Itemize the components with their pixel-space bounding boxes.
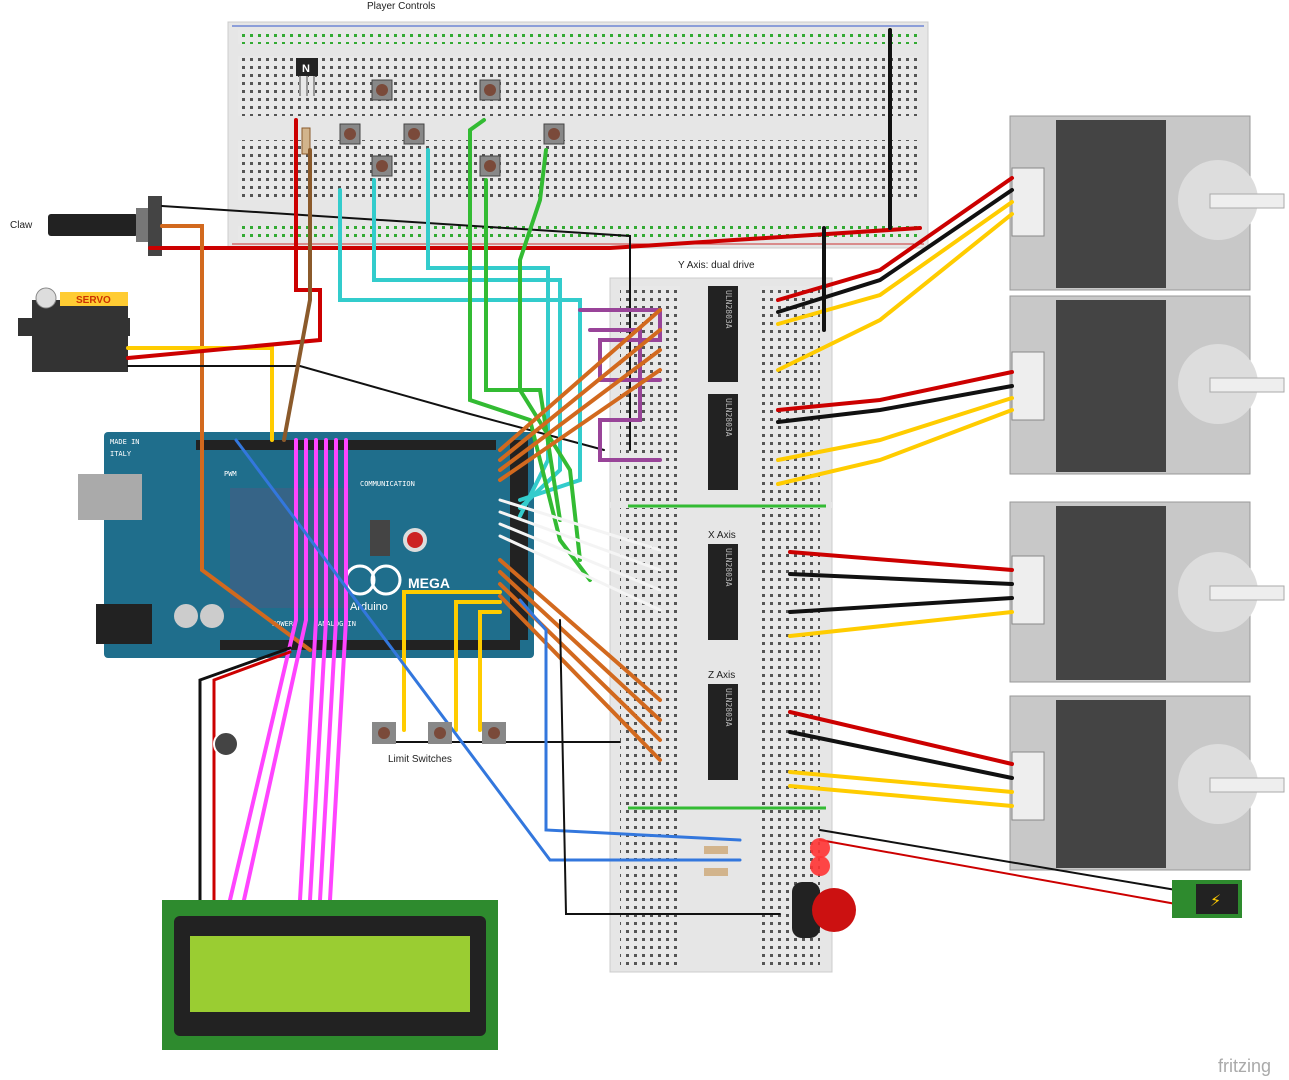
power-jack-bolt: ⚡ <box>1210 891 1221 910</box>
arduino-pwm-label: PWM <box>224 470 237 478</box>
indicator-leds <box>704 838 830 876</box>
wires <box>126 28 1177 915</box>
player-controls-label: Player Controls <box>367 1 435 12</box>
arduino-brand: MEGA <box>408 575 450 591</box>
arduino-italy: ITALY <box>110 450 132 458</box>
uln2803a-chip-x: ULN2803A <box>708 544 738 640</box>
fritzing-logo: fritzing <box>1218 1056 1271 1076</box>
chip-y1-label: ULN2803A <box>724 290 733 329</box>
x-axis-label: X Axis <box>708 530 736 541</box>
arduino-made-in: MADE IN <box>110 438 140 446</box>
uln2803a-chip-y2: ULN2803A <box>708 394 738 490</box>
player-buttons <box>339 79 565 177</box>
driver-chips: ULN2803A ULN2803A ULN2803A ULN2803A <box>708 286 738 780</box>
stepper-motor-z <box>1009 695 1285 871</box>
transistor-label: N <box>302 63 310 75</box>
stepper-motors <box>1009 115 1285 871</box>
chip-y2-label: ULN2803A <box>724 398 733 437</box>
power-jack: ⚡ <box>1172 880 1242 918</box>
arduino-power-label: POWER <box>272 620 294 628</box>
lcd-contrast-pot <box>213 731 239 757</box>
servo-label: SERVO <box>76 295 111 306</box>
stepper-motor-y1 <box>1009 115 1285 291</box>
arduino-communication-label: COMMUNICATION <box>360 480 415 488</box>
claw-potentiometer <box>48 196 162 256</box>
red-pushbutton <box>792 882 856 938</box>
stepper-motor-x <box>1009 501 1285 683</box>
servo-motor: SERVO <box>18 287 130 372</box>
limit-switch-buttons <box>372 722 506 744</box>
uln2803a-chip-z: ULN2803A <box>708 684 738 780</box>
player-controls-breadboard <box>227 21 929 249</box>
uln2803a-chip-y1: ULN2803A <box>708 286 738 382</box>
limit-switches-label: Limit Switches <box>388 754 452 765</box>
chip-x-label: ULN2803A <box>724 548 733 587</box>
claw-label: Claw <box>10 220 33 231</box>
stepper-motor-y2 <box>1009 295 1285 475</box>
chip-z-label: ULN2803A <box>724 688 733 727</box>
arduino-name: Arduino <box>350 601 388 613</box>
z-axis-label: Z Axis <box>708 670 735 681</box>
lcd-display <box>162 900 498 1050</box>
transistor: N <box>296 58 318 96</box>
y-axis-label: Y Axis: dual drive <box>678 260 755 271</box>
